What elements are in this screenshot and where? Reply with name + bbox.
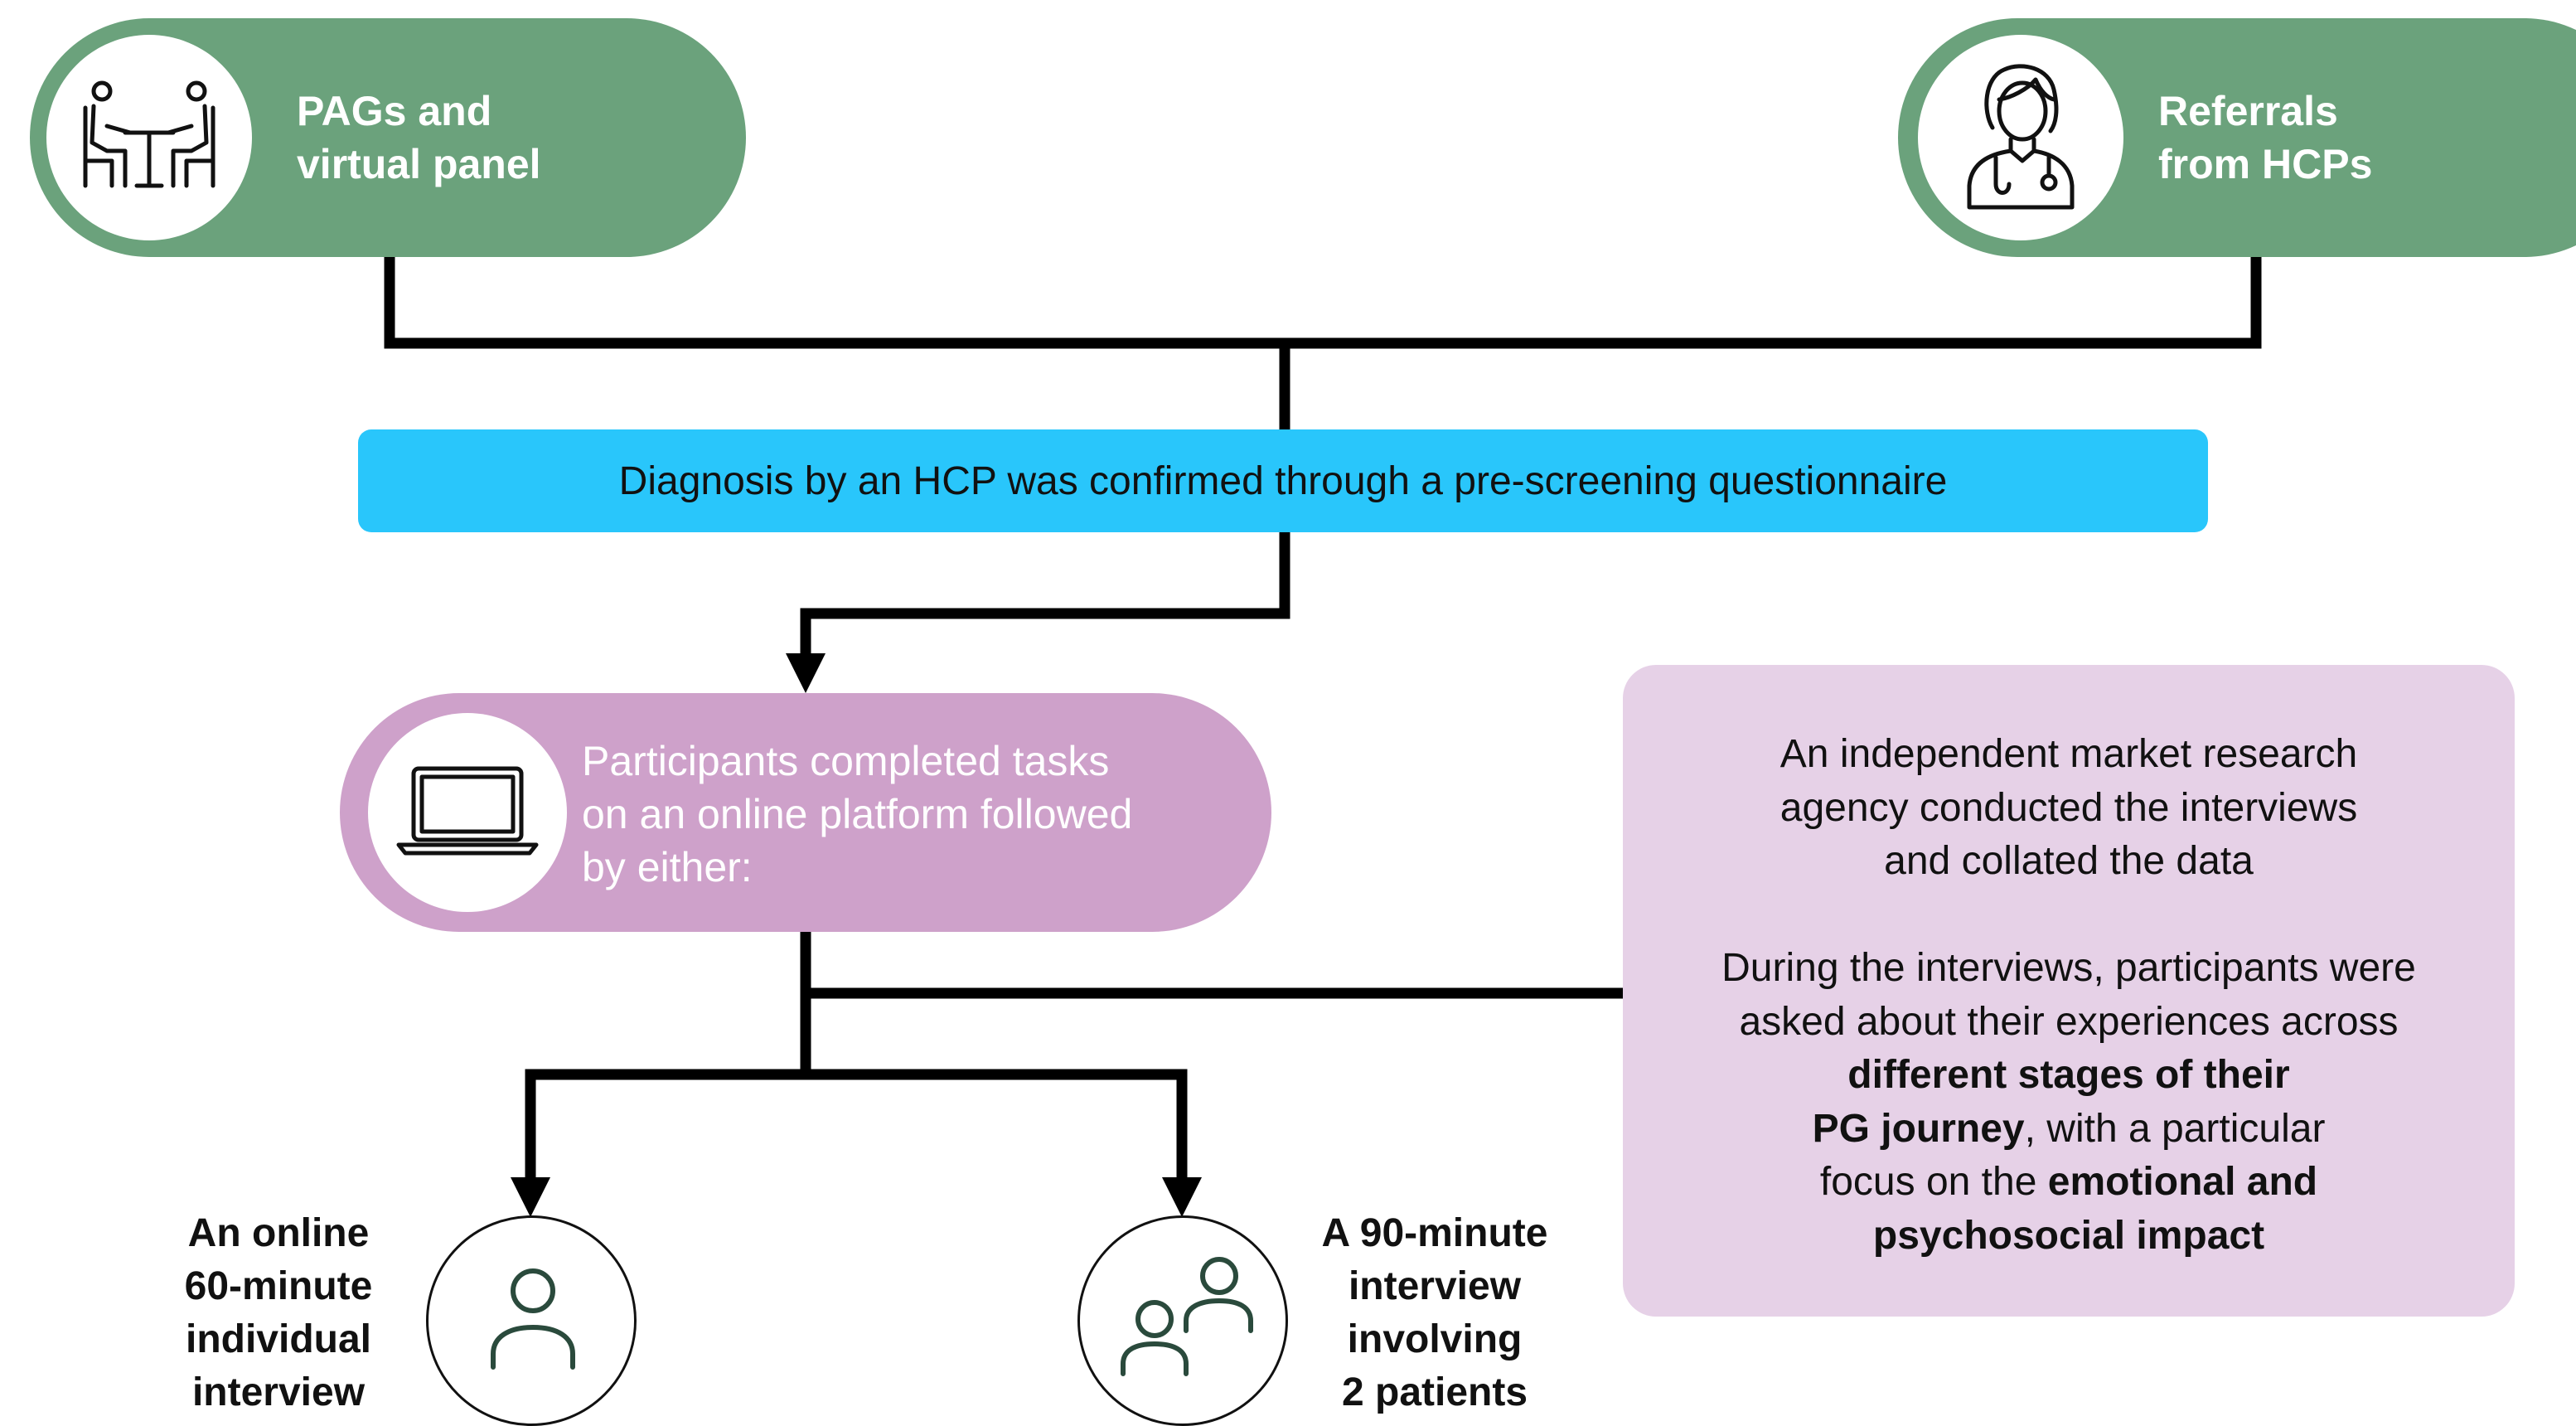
connector-right-source xyxy=(1280,249,2262,349)
two-people-icon xyxy=(1118,1251,1259,1388)
platform-pill: Participants completed tasks on an onlin… xyxy=(340,693,1271,932)
interview-text-line: psychosocial impact xyxy=(1623,1210,2515,1264)
connector-screening-to-platform xyxy=(800,531,1290,655)
doctor-icon xyxy=(1963,61,2079,215)
emphasis-pg-journey: PG journey xyxy=(1812,1106,2025,1151)
laptop-icon xyxy=(395,765,540,861)
arrowhead-platform xyxy=(786,653,826,693)
source-hcp-pill: Referrals from HCPs xyxy=(1898,18,2576,257)
option-pair-circle xyxy=(1077,1215,1288,1426)
source-pags-label: PAGs and virtual panel xyxy=(297,88,541,187)
source-pags-pill: PAGs and virtual panel xyxy=(30,18,746,257)
arrowhead-option-1 xyxy=(511,1177,550,1217)
agency-text-line: and collated the data xyxy=(1884,839,2254,883)
connector-split xyxy=(525,1069,1188,1189)
agency-info-box: An independent market research agency co… xyxy=(1623,665,2515,1317)
interview-text-fragment: , with a particular xyxy=(2024,1106,2326,1151)
interview-text-fragment: focus on the xyxy=(1819,1160,2048,1204)
agency-text-line: agency conducted the interviews xyxy=(1779,785,2358,830)
option-individual-label: An online 60-minute individual interview xyxy=(184,1211,373,1414)
platform-label: Participants completed tasks on an onlin… xyxy=(582,738,1133,890)
source-pags-icon-circle xyxy=(46,35,252,240)
connector-left-source xyxy=(384,249,1285,349)
screening-text: Diagnosis by an HCP was confirmed throug… xyxy=(618,458,1948,503)
source-hcp-label: Referrals from HCPs xyxy=(2158,88,2373,187)
emphasis-stages: different stages of their xyxy=(1847,1053,2290,1097)
arrowhead-option-2 xyxy=(1162,1177,1202,1217)
screening-banner: Diagnosis by an HCP was confirmed throug… xyxy=(358,429,2208,532)
interview-text-line: PG journey, with a particular xyxy=(1623,1103,2515,1157)
interview-text-line: During the interviews, participants were xyxy=(1721,946,2416,990)
option-individual-circle xyxy=(426,1215,637,1426)
emphasis-psychosocial: psychosocial impact xyxy=(1872,1213,2265,1258)
option-pair-label: A 90-minute interview involving 2 patien… xyxy=(1321,1211,1548,1414)
source-hcp-icon-circle xyxy=(1918,35,2123,240)
interview-text-line: different stages of their xyxy=(1623,1049,2515,1103)
interview-text-line: asked about their experiences across xyxy=(1739,999,2399,1044)
person-icon xyxy=(483,1264,583,1376)
meeting-table-icon xyxy=(79,78,220,198)
platform-icon-circle xyxy=(368,713,567,912)
interview-text-line: focus on the emotional and xyxy=(1623,1156,2515,1210)
agency-text-line: An independent market research xyxy=(1779,732,2358,776)
paragraph-gap xyxy=(1623,889,2515,943)
emphasis-emotional: emotional and xyxy=(2047,1160,2318,1204)
